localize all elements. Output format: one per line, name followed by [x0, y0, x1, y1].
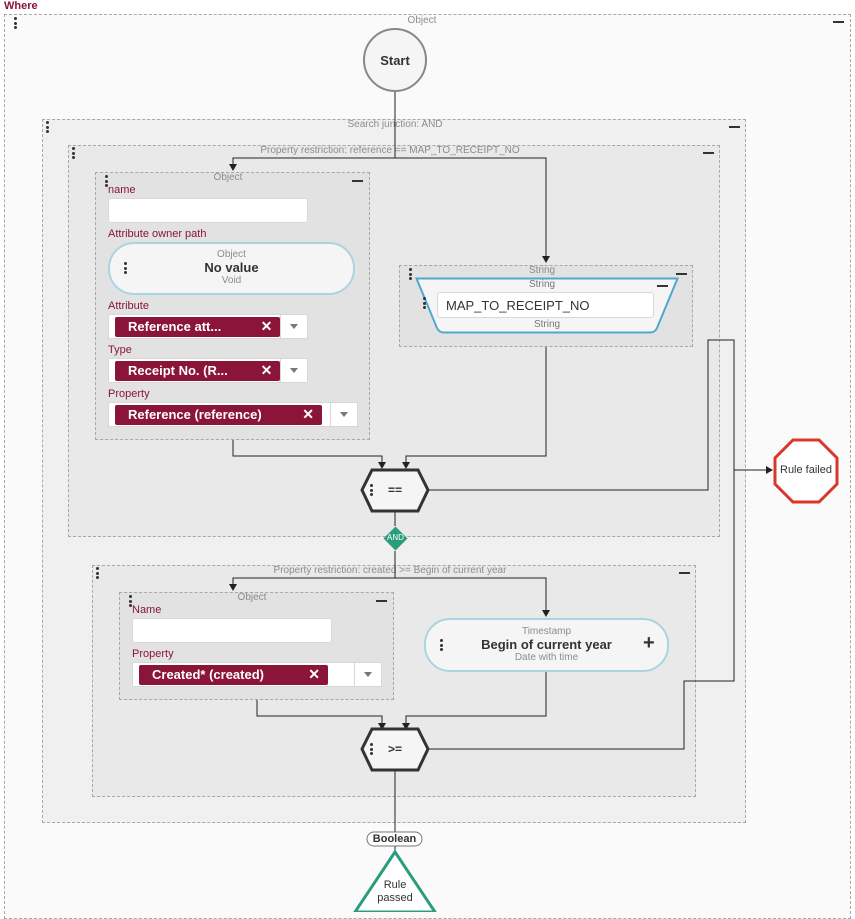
string-node-menu-icon[interactable]	[423, 297, 427, 311]
string-node-caption: String	[528, 279, 556, 290]
rule-passed-node	[353, 849, 437, 912]
string-node-sub: String	[533, 319, 561, 330]
string-value-input[interactable]: MAP_TO_RECEIPT_NO	[437, 292, 654, 318]
restriction2-menu-icon[interactable]	[96, 567, 100, 581]
where-label: Where	[4, 0, 38, 12]
restriction2-object-caption: Object	[237, 592, 267, 603]
property-select-2[interactable]: Created* (created) ✕	[132, 662, 382, 687]
property-chip[interactable]: Reference (reference) ✕	[115, 404, 322, 425]
gte-operator-label[interactable]: >=	[387, 742, 402, 756]
add-icon[interactable]: +	[643, 632, 655, 654]
chevron-down-icon[interactable]	[280, 359, 307, 382]
junction-collapse-icon[interactable]	[729, 126, 740, 128]
restriction2-collapse-icon[interactable]	[679, 572, 690, 574]
equals-menu-icon[interactable]	[370, 484, 374, 498]
attribute-owner-path-node[interactable]: Object No value Void	[108, 242, 355, 295]
gte-menu-icon[interactable]	[370, 743, 374, 757]
timestamp-value: Begin of current year	[481, 637, 612, 652]
restriction1-caption: Property restriction: reference == MAP_T…	[260, 145, 520, 156]
attribute-owner-path-label: Attribute owner path	[108, 228, 207, 240]
property-chip-label: Reference (reference)	[128, 407, 262, 422]
remove-icon[interactable]: ✕	[260, 362, 273, 378]
type-chip-label: Receipt No. (R...	[128, 363, 228, 378]
restriction1-menu-icon[interactable]	[72, 147, 76, 161]
equals-operator-label[interactable]: ==	[387, 483, 402, 497]
string-node-collapse-icon[interactable]	[657, 285, 668, 287]
attribute-chip[interactable]: Reference att... ✕	[115, 316, 281, 337]
restriction1-object-menu-icon[interactable]	[105, 175, 109, 189]
owner-path-menu-icon[interactable]	[124, 262, 128, 276]
restriction2-object-collapse-icon[interactable]	[376, 600, 387, 602]
restriction2-object-menu-icon[interactable]	[129, 595, 133, 609]
boolean-label: Boolean	[372, 833, 417, 845]
outer-menu-icon[interactable]	[14, 17, 18, 31]
owner-path-value: No value	[204, 260, 259, 275]
property-chip-2[interactable]: Created* (created) ✕	[139, 664, 328, 685]
property-select[interactable]: Reference (reference) ✕	[108, 402, 358, 427]
property-label-2: Property	[132, 648, 174, 660]
chevron-down-icon[interactable]	[280, 315, 307, 338]
attribute-label: Attribute	[108, 300, 149, 312]
timestamp-sub: Date with time	[514, 652, 579, 663]
and-badge	[383, 526, 408, 551]
attribute-select[interactable]: Reference att... ✕	[108, 314, 308, 339]
rule-failed-label[interactable]: Rule failed	[780, 464, 832, 476]
junction-menu-icon[interactable]	[46, 121, 50, 135]
restriction1-object-caption: Object	[213, 172, 243, 183]
name-label: name	[108, 184, 136, 196]
rule-failed-node	[773, 438, 839, 504]
name-input[interactable]	[108, 198, 308, 223]
gte-operator-node	[360, 727, 430, 772]
restriction1-object-collapse-icon[interactable]	[352, 180, 363, 182]
timestamp-type: Timestamp	[521, 626, 572, 637]
attribute-chip-label: Reference att...	[128, 319, 222, 334]
name-label-2: Name	[132, 604, 162, 616]
name-input-2[interactable]	[132, 618, 332, 643]
type-label: Type	[108, 344, 132, 356]
type-select[interactable]: Receipt No. (R... ✕	[108, 358, 308, 383]
and-badge-label: AND	[387, 533, 404, 542]
outer-collapse-icon[interactable]	[833, 21, 844, 23]
timestamp-node[interactable]: Timestamp Begin of current year Date wit…	[424, 618, 669, 672]
remove-icon[interactable]: ✕	[302, 406, 314, 422]
rule-passed-label[interactable]: Rule passed	[377, 879, 413, 904]
remove-icon[interactable]: ✕	[260, 318, 273, 334]
string-container-menu-icon[interactable]	[409, 268, 413, 282]
owner-path-type: Object	[217, 249, 246, 260]
outer-object-caption: Object	[407, 15, 437, 26]
start-node	[363, 28, 427, 92]
equals-operator-node	[360, 468, 430, 513]
owner-path-sub: Void	[221, 275, 242, 286]
timestamp-menu-icon[interactable]	[440, 639, 444, 653]
string-container-collapse-icon[interactable]	[676, 273, 687, 275]
property-chip-2-label: Created* (created)	[152, 667, 264, 682]
restriction1-collapse-icon[interactable]	[703, 152, 714, 154]
type-chip[interactable]: Receipt No. (R... ✕	[115, 360, 281, 381]
remove-icon[interactable]: ✕	[308, 666, 320, 682]
property-label: Property	[108, 388, 150, 400]
boolean-badge	[366, 831, 423, 847]
restriction2-caption: Property restriction: created >= Begin o…	[273, 565, 507, 576]
string-container-caption: String	[528, 265, 556, 276]
chevron-down-icon[interactable]	[330, 403, 357, 426]
start-label[interactable]: Start	[380, 53, 410, 68]
chevron-down-icon[interactable]	[354, 663, 381, 686]
